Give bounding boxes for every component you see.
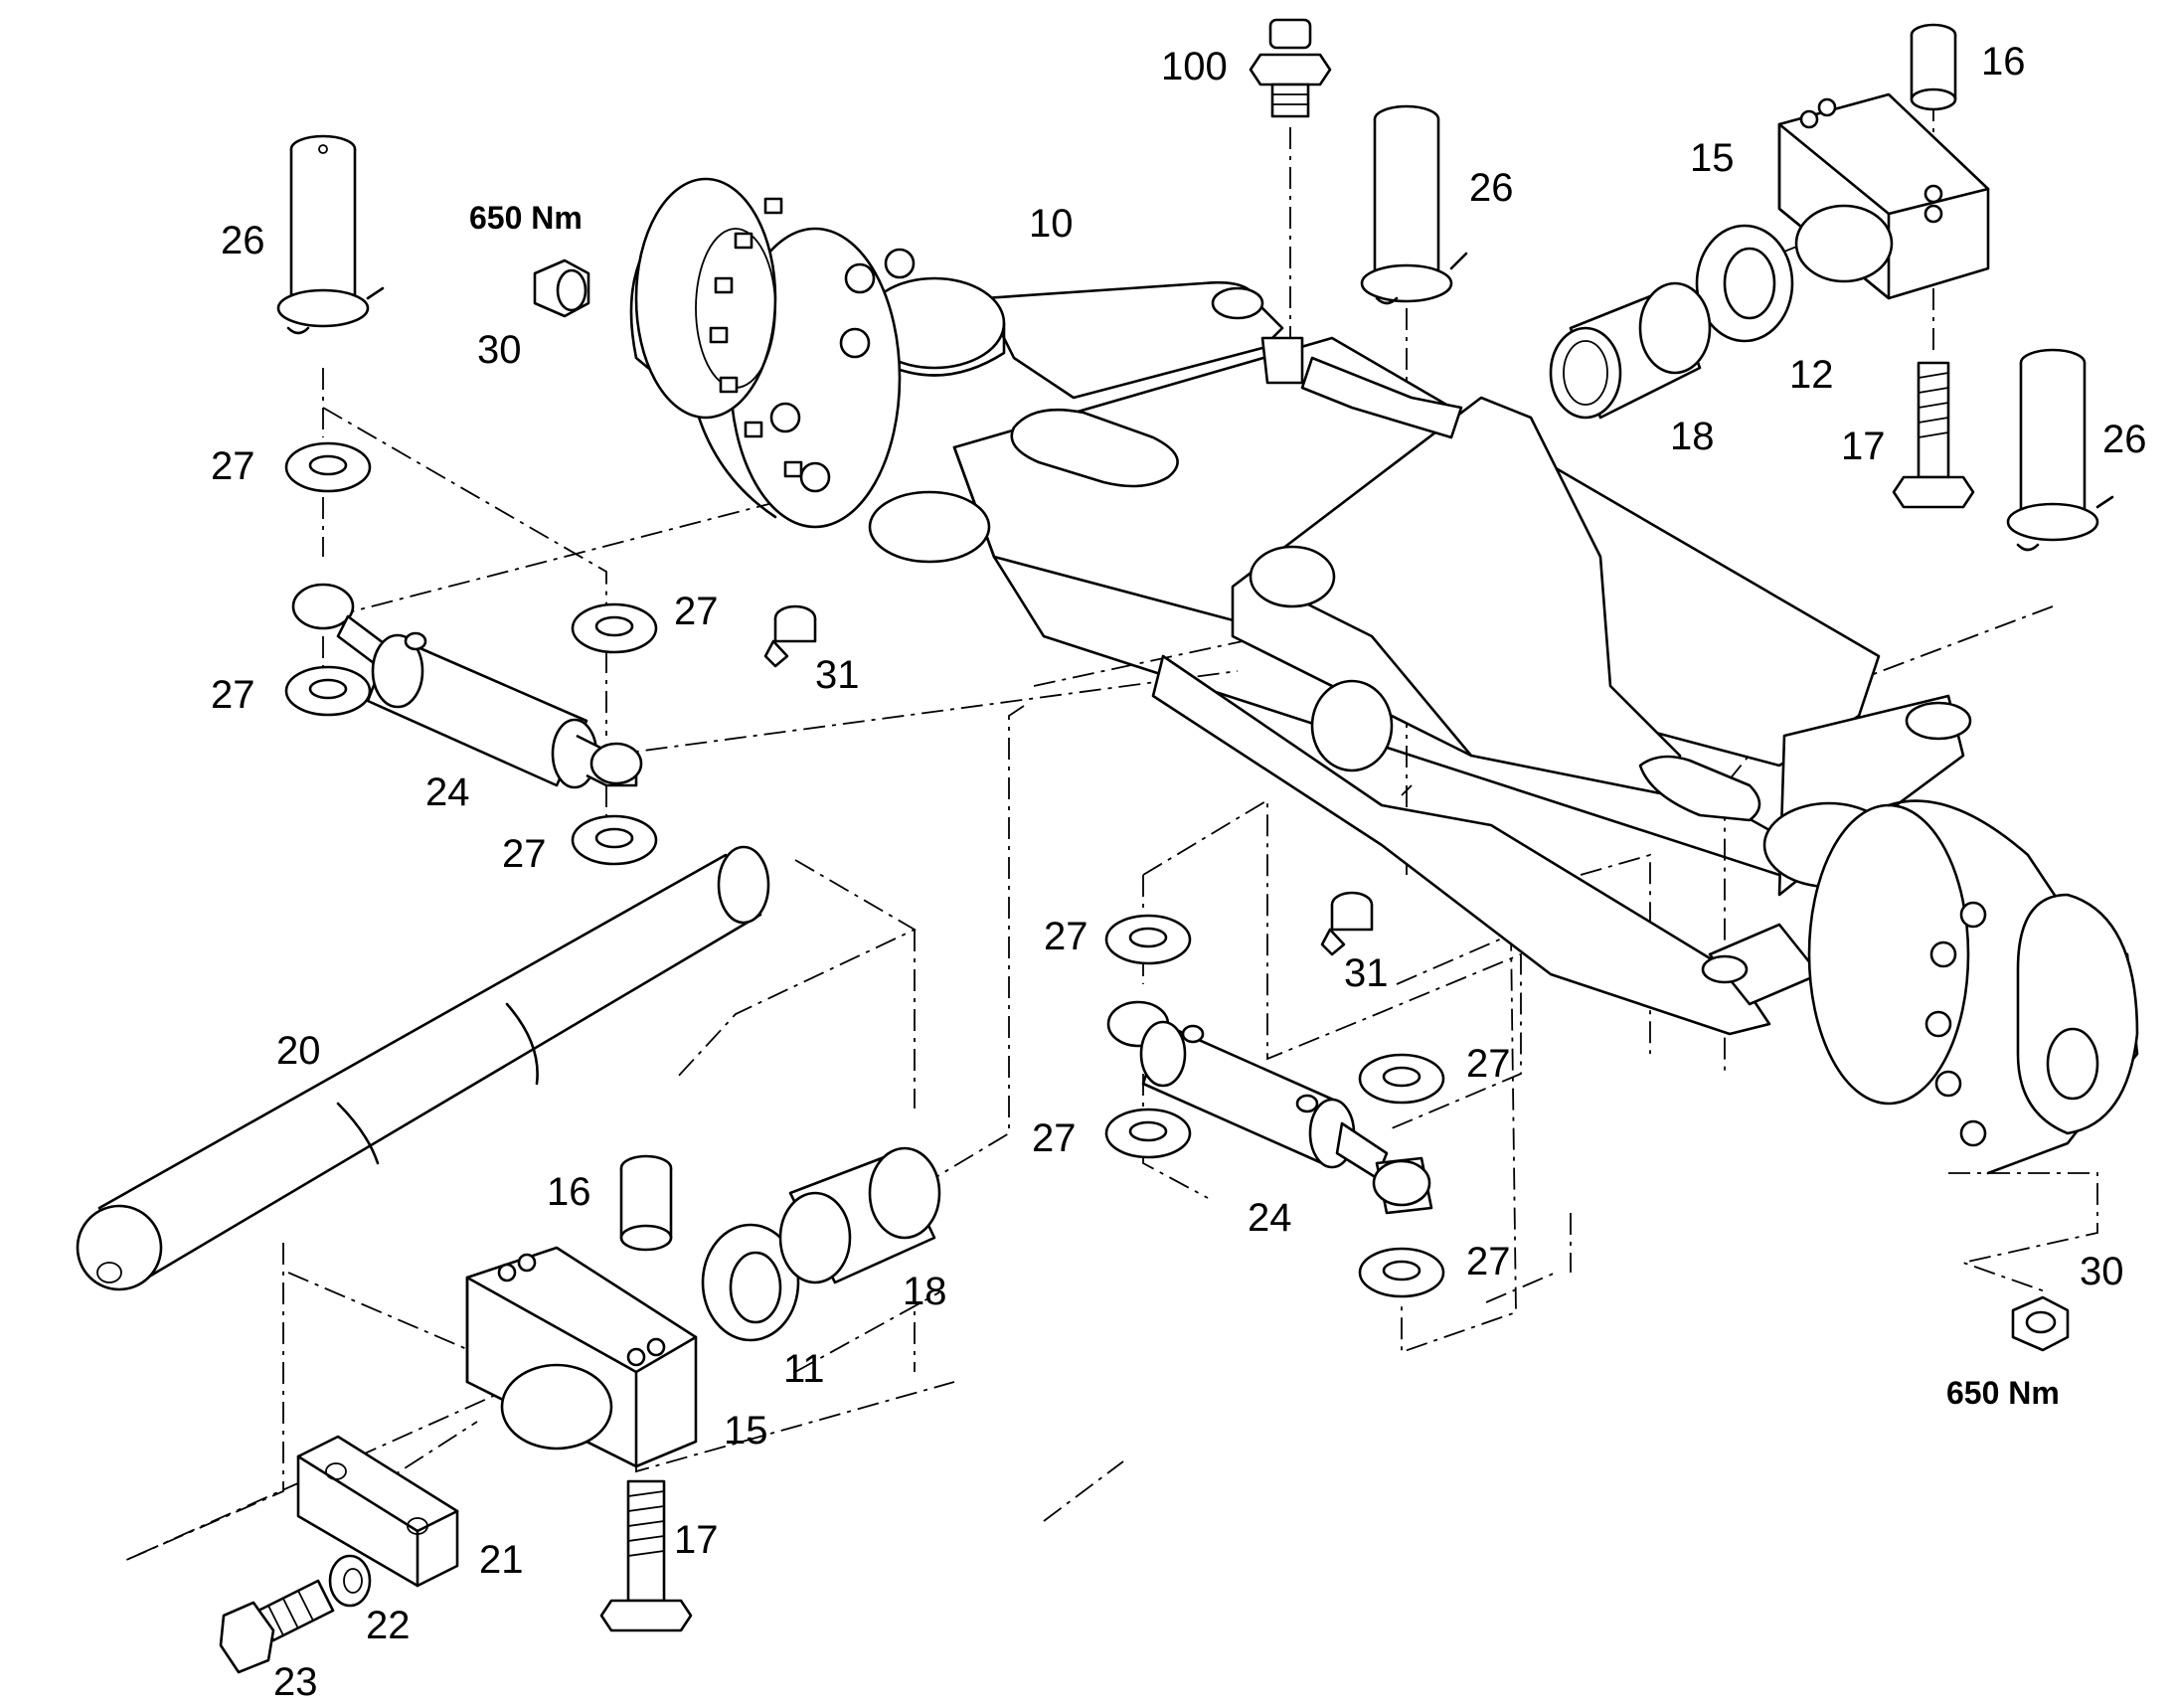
callout-16-bottom: 16 — [547, 1170, 591, 1214]
thrust-washer-12 — [1695, 224, 1794, 343]
callout-20: 20 — [276, 1029, 321, 1073]
callout-27-e: 27 — [1044, 915, 1088, 958]
mounting-bracket-15-top — [1777, 92, 1990, 300]
lock-washer-22 — [328, 1554, 372, 1608]
callout-10: 10 — [1029, 202, 1074, 246]
steering-cylinder-24-left — [291, 583, 643, 789]
grease-nipple-31-left — [763, 604, 817, 668]
callout-17-bottom: 17 — [674, 1518, 719, 1562]
callout-26-left: 26 — [221, 219, 265, 262]
bushing-18-bottom — [778, 1146, 941, 1284]
callout-24-right: 24 — [1248, 1196, 1292, 1240]
callout-15-bottom: 15 — [724, 1409, 768, 1452]
steering-cylinder-24-right — [1106, 1000, 1433, 1215]
callout-27-b: 27 — [211, 673, 255, 717]
callout-27-g: 27 — [1466, 1042, 1511, 1086]
callout-26-right: 26 — [2102, 418, 2147, 461]
pivot-pin-26-right — [2006, 348, 2114, 552]
breather-fitting-100 — [1249, 18, 1332, 118]
callout-27-h: 27 — [1466, 1240, 1511, 1283]
grease-nipple-31-right — [1320, 891, 1374, 956]
mounting-bracket-15-bottom — [465, 1246, 698, 1468]
bolt-23 — [219, 1579, 335, 1674]
callout-22: 22 — [366, 1604, 411, 1647]
pivot-shaft-20 — [76, 845, 770, 1291]
part-callouts: 100 16 26 26 26 10 15 12 30 18 17 27 27 … — [211, 40, 2147, 1704]
bushing-18-top — [1549, 281, 1712, 420]
callout-30-bottom: 30 — [2080, 1250, 2124, 1293]
washers-27 — [284, 441, 1445, 1298]
hub-nut-30-top — [533, 258, 590, 318]
pivot-pin-26-middle — [1360, 104, 1468, 305]
callout-24-left: 24 — [425, 770, 470, 814]
callout-21: 21 — [479, 1538, 524, 1582]
sleeve-16-top — [1910, 23, 1957, 111]
sleeve-16-bottom — [619, 1154, 673, 1252]
callout-17-top: 17 — [1841, 425, 1886, 468]
torque-spec-top: 650 Nm — [469, 200, 583, 236]
callout-100: 100 — [1161, 45, 1228, 88]
callout-31-right: 31 — [1344, 951, 1389, 995]
callout-31-left: 31 — [815, 653, 860, 697]
callout-23: 23 — [273, 1660, 318, 1703]
callout-27-f: 27 — [1032, 1116, 1077, 1160]
thrust-washer-11 — [701, 1223, 800, 1342]
callout-18-bottom: 18 — [903, 1270, 947, 1313]
torque-spec-bottom: 650 Nm — [1946, 1375, 2060, 1411]
callout-12: 12 — [1789, 353, 1834, 397]
callout-27-a: 27 — [211, 444, 255, 488]
right-wheel-hub — [1807, 799, 2139, 1175]
left-wheel-hub — [629, 177, 916, 529]
callout-26-middle: 26 — [1469, 166, 1514, 210]
bolt-17-top — [1892, 361, 1975, 509]
bolt-17-bottom — [599, 1479, 693, 1632]
callout-18-top: 18 — [1670, 415, 1715, 458]
pivot-pin-26-left — [276, 134, 385, 335]
callout-16-top: 16 — [1981, 40, 2026, 84]
callout-11: 11 — [783, 1347, 825, 1391]
callout-27-c: 27 — [674, 590, 719, 633]
callout-27-d: 27 — [502, 832, 547, 876]
axle-housing — [863, 276, 1972, 1036]
callout-30-top: 30 — [477, 328, 522, 372]
hub-nut-30-bottom — [2011, 1295, 2070, 1352]
retaining-plate-21 — [296, 1435, 459, 1588]
callout-15-top: 15 — [1690, 136, 1735, 180]
